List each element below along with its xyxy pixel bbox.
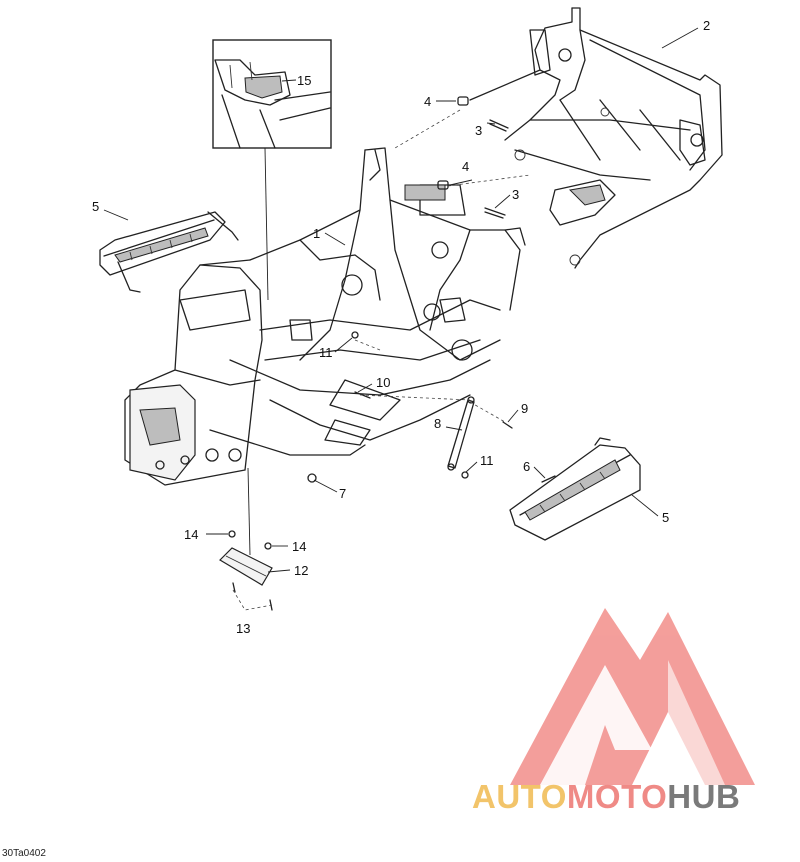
nut-14b <box>264 542 272 550</box>
callout-11b: 11 <box>480 453 494 468</box>
callout-12: 12 <box>294 563 308 578</box>
bolt-13a <box>232 582 236 593</box>
rear-subframe <box>469 7 723 269</box>
footrest-left <box>99 211 239 293</box>
callout-8: 8 <box>434 416 441 431</box>
callout-9: 9 <box>521 401 528 416</box>
watermark-part-hub: HUB <box>667 778 741 815</box>
nut-7 <box>307 473 317 483</box>
assembly-leaders <box>103 27 699 611</box>
callout-4b: 4 <box>462 159 469 174</box>
bolt-9 <box>502 421 513 429</box>
callout-1: 1 <box>313 226 320 241</box>
callout-10: 10 <box>376 375 390 390</box>
callout-11a: 11 <box>319 345 333 360</box>
bolt-3a <box>489 119 509 132</box>
skid-plate <box>219 547 273 586</box>
reference-code: 30Ta0402 <box>2 848 46 859</box>
callout-3b: 3 <box>512 187 519 202</box>
callout-14a: 14 <box>184 527 198 542</box>
callout-6: 6 <box>523 459 530 474</box>
callout-5a: 5 <box>92 199 99 214</box>
nut-14a <box>228 530 236 538</box>
watermark-part-moto: MOTO <box>566 778 668 815</box>
nut-11b <box>461 471 469 479</box>
callout-5b: 5 <box>662 510 669 525</box>
main-frame <box>124 147 526 486</box>
hardware <box>228 96 556 611</box>
detail-inset <box>212 39 332 149</box>
nut-11a <box>351 331 359 339</box>
callout-2: 2 <box>703 18 710 33</box>
inset-pointer-line <box>264 147 269 301</box>
bolt-6 <box>541 475 556 483</box>
footrest-right <box>509 437 641 541</box>
callout-3a: 3 <box>475 123 482 138</box>
watermark-logo <box>510 608 755 785</box>
callout-labels: 2 15 4 3 4 3 5 1 11 10 9 8 11 6 7 5 14 1… <box>92 18 710 636</box>
callout-14b: 14 <box>292 539 306 554</box>
watermark-brand: AUTOMOTOHUB <box>472 778 740 816</box>
bolt-3b <box>484 207 506 219</box>
brace-bar <box>447 396 475 471</box>
spacer-4b <box>437 180 449 190</box>
callout-7: 7 <box>339 486 346 501</box>
callout-15: 15 <box>297 73 311 88</box>
watermark-part-auto: AUTO <box>472 778 567 815</box>
callout-13: 13 <box>236 621 250 636</box>
callout-4a: 4 <box>424 94 431 109</box>
spacer-4a <box>457 96 469 106</box>
